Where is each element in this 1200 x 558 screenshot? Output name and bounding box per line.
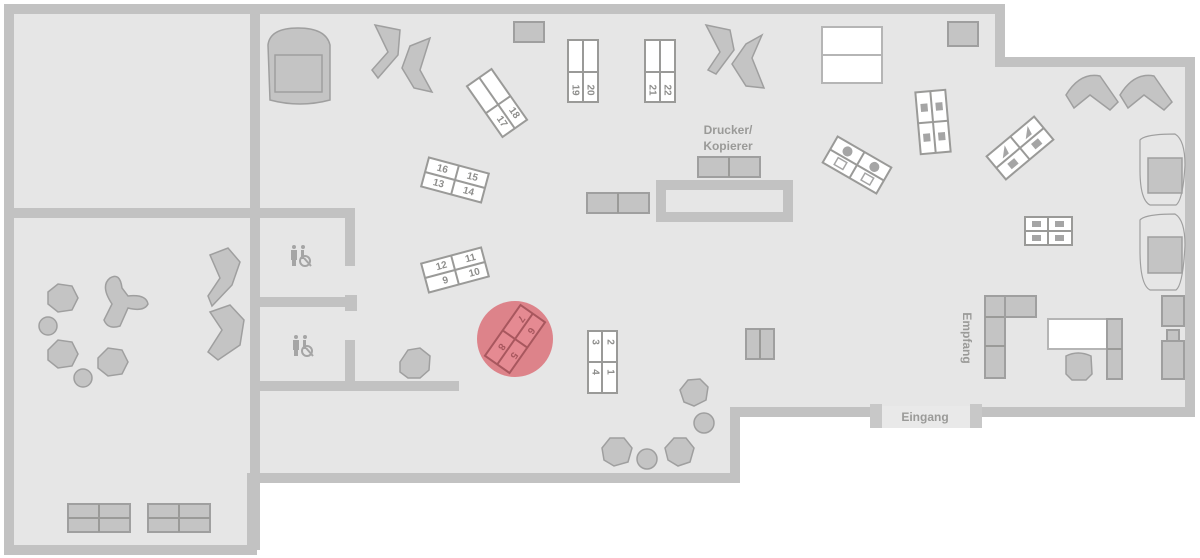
floor [9, 9, 1190, 550]
desk-10: 10 [468, 266, 482, 280]
desk-group-5-8[interactable]: 7 6 8 5 [483, 303, 547, 375]
outer-wall [4, 4, 1195, 555]
table [821, 26, 883, 84]
desk-12: 12 [435, 259, 449, 273]
lounge-chair-icon [401, 36, 434, 94]
cabinet [1106, 318, 1123, 380]
lounge-chair-icon [731, 33, 766, 89]
table [67, 503, 131, 533]
desk-group-right-3[interactable] [985, 115, 1055, 181]
cabinet [513, 21, 545, 43]
lounge-chair-icon [1147, 236, 1183, 274]
cabinet [1161, 340, 1185, 380]
desk-15: 15 [465, 171, 479, 185]
desk-11: 11 [464, 252, 477, 265]
lounge-chair-icon [704, 23, 735, 75]
desk-6: 6 [524, 325, 536, 336]
desk-group-13-16[interactable]: 16 15 13 14 [419, 156, 491, 204]
reception-label: Empfang [960, 312, 974, 363]
desk-3: 3 [590, 339, 601, 345]
cabinet [1166, 329, 1180, 342]
printer-label: Drucker/ [704, 123, 753, 137]
lounge-chair-icon [207, 304, 245, 361]
reception-desk [1047, 318, 1109, 350]
desk-16: 16 [436, 163, 450, 177]
desk-5: 5 [507, 350, 519, 361]
desk-group-right-2[interactable] [914, 88, 952, 156]
entrance-label: Eingang [901, 410, 948, 424]
restroom-icon [293, 335, 314, 357]
desk-13: 13 [432, 177, 446, 191]
desk-14: 14 [462, 185, 476, 199]
desk-group-1-4[interactable]: 3 2 4 1 [587, 330, 618, 394]
office-chair-icon [1065, 352, 1093, 381]
desk-group-9-12[interactable]: 12 11 9 10 [419, 246, 491, 294]
table [147, 503, 211, 533]
cabinet [1161, 295, 1185, 327]
desk-2: 2 [605, 339, 616, 345]
entrance[interactable]: Eingang [870, 404, 982, 428]
desk-21: 21 [647, 84, 658, 96]
cabinet [947, 21, 979, 47]
lounge-chair-icon [371, 23, 401, 80]
armchair-icon [97, 347, 129, 377]
armchair-icon [679, 378, 709, 407]
printer-counter [656, 180, 793, 222]
side-table-icon [103, 275, 149, 328]
lounge-chair-icon [1065, 74, 1119, 111]
stool-icon [693, 412, 715, 434]
stool-icon [38, 316, 58, 336]
desk-group-17-18[interactable]: 17 18 [465, 67, 529, 139]
printer-label: Kopierer [703, 139, 753, 153]
desk-4: 4 [590, 369, 601, 375]
desk-8: 8 [495, 341, 507, 352]
desk-1: 1 [605, 369, 616, 375]
cabinet [586, 192, 650, 214]
desk-22: 22 [662, 84, 673, 96]
stool-icon [73, 368, 93, 388]
armchair-icon [399, 347, 431, 379]
restroom-icon [291, 245, 312, 267]
desk-group-right-4[interactable] [1024, 216, 1073, 246]
armchair-icon [47, 339, 79, 369]
internal-walls [9, 9, 459, 550]
desk-20: 20 [585, 84, 596, 96]
desk-group-21-22[interactable]: 21 22 [644, 39, 676, 103]
desk-group-19-20[interactable]: 19 20 [567, 39, 599, 103]
desk-9: 9 [441, 275, 450, 287]
armchair-icon [601, 437, 633, 467]
lounge-chair-icon [207, 247, 241, 308]
printer[interactable] [697, 156, 761, 178]
lounge-chair-icon [1147, 157, 1183, 194]
desk-group-right-1[interactable] [821, 135, 893, 195]
lounge-chair-icon [1119, 74, 1173, 111]
armchair-icon [47, 283, 79, 313]
cabinet [745, 328, 775, 360]
stool-icon [636, 448, 658, 470]
armchair-icon [664, 437, 695, 467]
desk-19: 19 [570, 84, 581, 96]
reception-counter [984, 295, 1037, 379]
desk-7: 7 [514, 313, 526, 324]
